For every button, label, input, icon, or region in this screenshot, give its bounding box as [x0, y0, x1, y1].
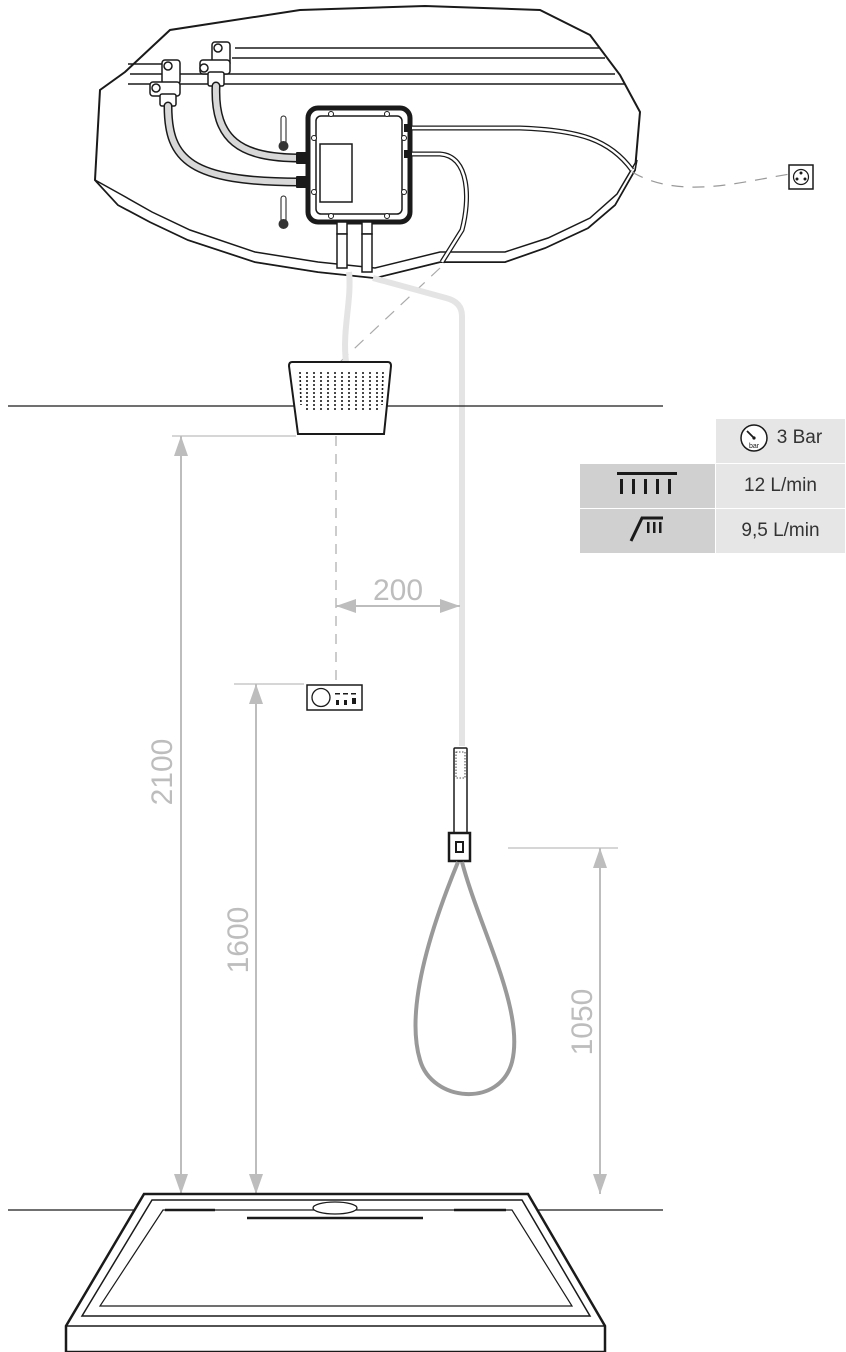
dimension-1050	[508, 847, 618, 1194]
hand-shower-icon	[630, 516, 664, 542]
shower-hose	[413, 861, 517, 1097]
shower-tray	[64, 1192, 607, 1352]
svg-text:bar: bar	[749, 443, 760, 450]
rain-shower-flow-row: 12 L/min	[579, 463, 846, 509]
concealed-pipes	[342, 271, 465, 746]
rain-shower-flow-value: 12 L/min	[714, 463, 846, 509]
thermometer-icon	[278, 195, 289, 229]
dimension-label-2100: 2100	[146, 739, 179, 806]
dimension-1600	[234, 683, 304, 1194]
dimension-2100	[172, 435, 296, 1194]
pressure-row: bar 3 Bar	[579, 418, 846, 464]
hand-shower	[447, 747, 472, 863]
controller-cable	[339, 151, 469, 363]
electrical-socket-icon	[788, 164, 814, 190]
power-cable	[412, 125, 791, 188]
overhead-shower-head	[287, 361, 393, 435]
hand-shower-flow-value: 9,5 L/min	[714, 508, 846, 554]
dimension-label-1600: 1600	[222, 907, 255, 974]
thermostat-box	[305, 105, 413, 235]
pressure-value: 3 Bar	[776, 427, 823, 448]
dimension-label-200: 200	[373, 574, 423, 607]
flex-hoses	[163, 81, 305, 187]
valve-cold	[199, 41, 231, 87]
rain-shower-icon	[617, 472, 678, 494]
pressure-gauge-icon: bar	[740, 424, 768, 452]
thermometer-icon	[278, 115, 289, 151]
dimension-200	[336, 599, 460, 613]
digital-controller	[306, 684, 363, 711]
spec-table: bar 3 Bar 12 L/min	[579, 418, 846, 554]
dimension-label-1050: 1050	[566, 989, 599, 1056]
outlet-pipes	[336, 233, 373, 273]
hand-shower-flow-row: 9,5 L/min	[579, 508, 846, 554]
